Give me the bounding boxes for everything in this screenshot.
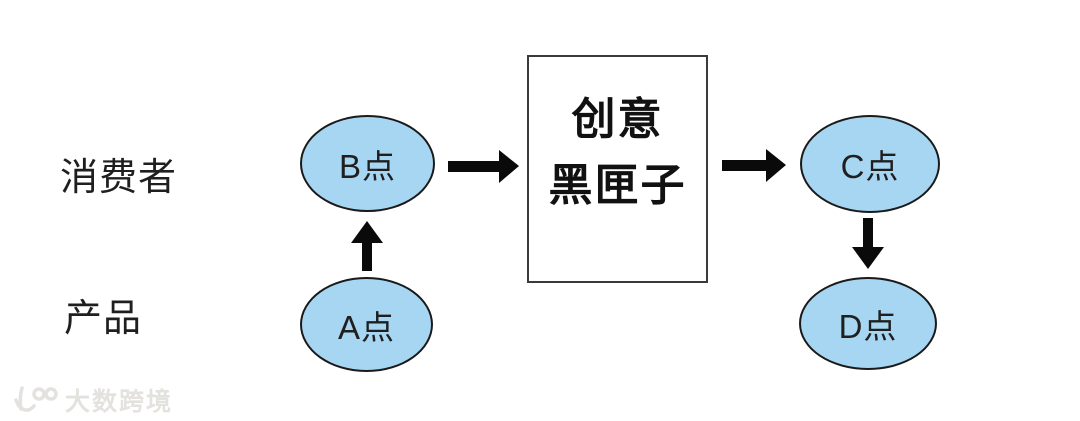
arrow-a-to-b-icon xyxy=(351,221,383,271)
node-a-label: A点 xyxy=(337,308,395,346)
creative-blackbox: 创意 黑匣子 xyxy=(527,55,708,283)
arrow-c-to-d-icon xyxy=(852,218,884,269)
node-d-label: D点 xyxy=(838,307,898,345)
watermark-brand-text: 大数跨境 xyxy=(65,388,174,416)
arrow-b-to-blackbox-icon xyxy=(448,150,519,183)
node-c-label: C点 xyxy=(840,148,900,185)
watermark: 大数跨境 xyxy=(12,382,173,418)
node-a: A点 xyxy=(300,277,433,372)
row-label-product: 产品 xyxy=(64,298,143,340)
node-c: C点 xyxy=(800,115,940,213)
node-b-label: B点 xyxy=(338,147,396,185)
arrow-blackbox-to-c-icon xyxy=(722,149,786,182)
blackbox-line1: 创意 xyxy=(571,95,664,144)
node-b: B点 xyxy=(300,115,435,212)
blackbox-line2: 黑匣子 xyxy=(548,161,687,210)
k100-logo-icon xyxy=(14,386,58,412)
row-label-consumer: 消费者 xyxy=(60,157,178,199)
node-d: D点 xyxy=(799,277,937,370)
